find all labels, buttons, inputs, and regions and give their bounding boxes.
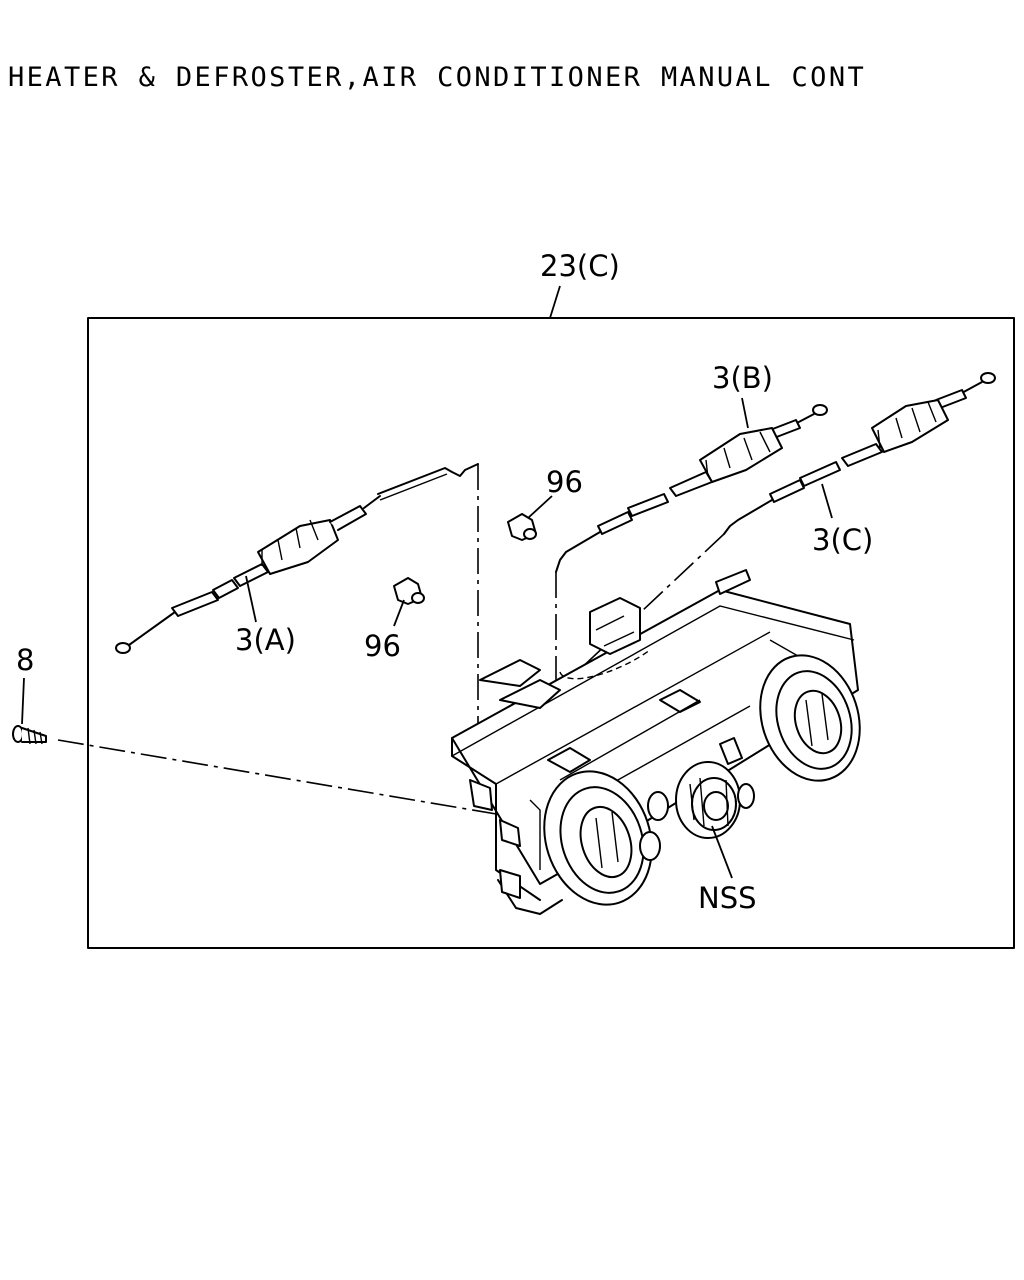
- leader-nss: [711, 825, 733, 879]
- callout-assembly-23c: 23(C): [540, 249, 620, 283]
- screw-8[interactable]: [12, 725, 47, 745]
- cable-3a[interactable]: [115, 463, 479, 654]
- assembly-frame: [87, 317, 1015, 949]
- callout-nss: NSS: [698, 881, 757, 915]
- callout-knob-96-lower: 96: [364, 629, 401, 663]
- knob-pin-96-lower[interactable]: [393, 577, 425, 605]
- callout-cable-3c: 3(C): [812, 523, 873, 557]
- leader-cable-3c: [821, 483, 833, 519]
- callout-screw-8: 8: [16, 643, 34, 677]
- diagram-title: HEATER & DEFROSTER,AIR CONDITIONER MANUA…: [8, 62, 867, 93]
- leader-cable-3a: [245, 575, 257, 623]
- callout-knob-96-upper: 96: [546, 465, 583, 499]
- callout-cable-3b: 3(B): [712, 361, 773, 395]
- leader-knob-96-upper: [527, 495, 553, 519]
- center-fan-knob[interactable]: [639, 737, 755, 861]
- screw-8-phantom-line: [57, 739, 521, 819]
- leader-assembly: [549, 285, 561, 319]
- cable-3b[interactable]: [555, 404, 828, 573]
- leader-knob-96-lower: [393, 599, 405, 627]
- right-rotary-dial[interactable]: [745, 642, 876, 793]
- cable-3c[interactable]: [723, 372, 996, 535]
- knob-pin-96-upper[interactable]: [507, 513, 537, 541]
- leader-cable-3b: [741, 397, 749, 429]
- left-rotary-dial[interactable]: [528, 757, 669, 918]
- leader-screw-8: [21, 677, 25, 725]
- callout-cable-3a: 3(A): [235, 623, 296, 657]
